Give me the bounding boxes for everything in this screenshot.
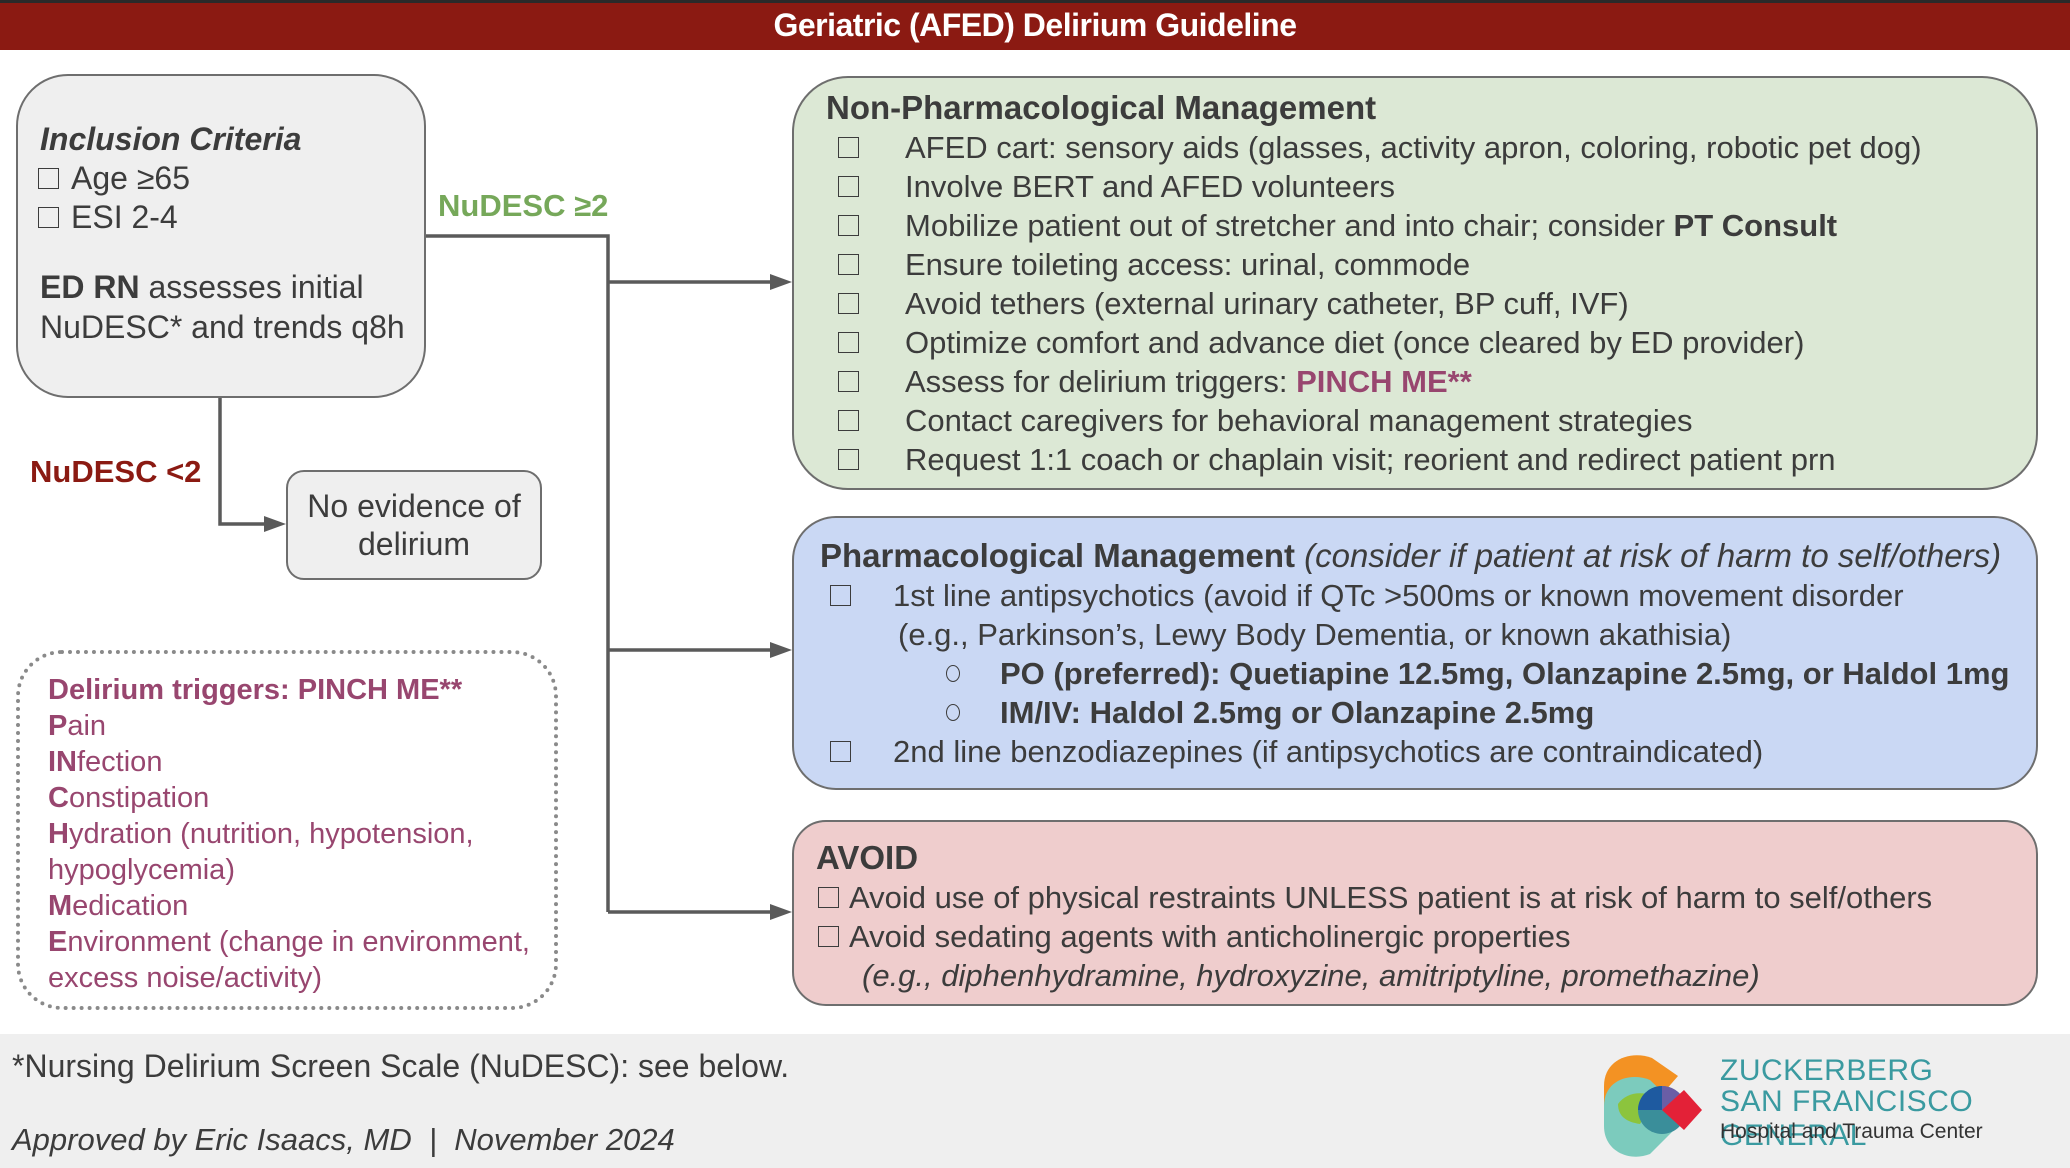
- checklist-item: Assess for delirium triggers: PINCH ME**: [826, 362, 2036, 401]
- checklist-item: Ensure toileting access: urinal, commode: [826, 245, 2036, 284]
- pinch-me-box: Delirium triggers: PINCH ME** Pain INfec…: [16, 650, 558, 1010]
- avoid-examples: (e.g., diphenhydramine, hydroxyzine, ami…: [862, 958, 1760, 993]
- logo-text-line2: SAN FRANCISCO GENERAL: [1720, 1085, 1974, 1152]
- checkbox[interactable]: [838, 371, 859, 392]
- inclusion-criteria-box: Inclusion Criteria Age ≥65 ESI 2-4 ED RN…: [16, 74, 426, 398]
- arrowhead-no-evidence: [264, 516, 286, 532]
- checkbox[interactable]: [838, 293, 859, 314]
- checklist-item: Request 1:1 coach or chaplain visit; reo…: [826, 440, 2036, 479]
- logo-text-line3: Hospital and Trauma Center: [1720, 1120, 1983, 1143]
- sub-item: PO (preferred): Quetiapine 12.5mg, Olanz…: [820, 654, 2036, 693]
- checklist-item: 1st line antipsychotics (avoid if QTc >5…: [820, 576, 2036, 615]
- pinch-item: Environment (change in environment, exce…: [48, 926, 530, 994]
- logo-text-line1: ZUCKERBERG: [1720, 1054, 1934, 1087]
- pinch-item: Pain: [48, 710, 107, 742]
- pinch-item: Constipation: [48, 782, 210, 814]
- footer: *Nursing Delirium Screen Scale (NuDESC):…: [0, 1034, 2070, 1168]
- circle-bullet-icon: [946, 704, 960, 721]
- checkbox[interactable]: [838, 137, 859, 158]
- checkbox[interactable]: [838, 410, 859, 431]
- checklist-item: Involve BERT and AFED volunteers: [826, 167, 2036, 206]
- checklist-item: Mobilize patient out of stretcher and in…: [826, 206, 2036, 245]
- checklist-item: Avoid sedating agents with anticholinerg…: [816, 917, 2036, 956]
- footnote: *Nursing Delirium Screen Scale (NuDESC):…: [12, 1048, 790, 1084]
- pinch-item: INfection: [48, 746, 163, 778]
- sub-item: IM/IV: Haldol 2.5mg or Olanzapine 2.5mg: [820, 693, 2036, 732]
- approval-line: Approved by Eric Isaacs, MD | November 2…: [12, 1122, 675, 1157]
- nudesc-negative-label: NuDESC <2: [30, 454, 202, 489]
- checklist-item: Avoid tethers (external urinary catheter…: [826, 284, 2036, 323]
- avoid-box: AVOID Avoid use of physical restraints U…: [792, 820, 2038, 1006]
- checkbox[interactable]: [818, 887, 839, 908]
- checklist-item: Contact caregivers for behavioral manage…: [826, 401, 2036, 440]
- checklist-item: 2nd line benzodiazepines (if antipsychot…: [820, 732, 2036, 771]
- checkbox[interactable]: [38, 207, 59, 228]
- circle-bullet-icon: [946, 665, 960, 682]
- no-evidence-box: No evidence of delirium: [286, 470, 542, 580]
- non-pharm-box: Non-Pharmacological Management AFED cart…: [792, 76, 2038, 490]
- arrowhead-avoid: [770, 904, 792, 920]
- pharm-heading: Pharmacological Management (consider if …: [820, 537, 2002, 574]
- avoid-heading: AVOID: [816, 839, 919, 876]
- checkbox[interactable]: [830, 585, 851, 606]
- checklist-item: AFED cart: sensory aids (glasses, activi…: [826, 128, 2036, 167]
- checkbox[interactable]: [818, 926, 839, 947]
- pinch-me-heading: Delirium triggers: PINCH ME**: [48, 674, 463, 706]
- pinch-me-reference: PINCH ME**: [1296, 364, 1472, 399]
- assessment-note: ED RN assesses initial NuDESC* and trend…: [40, 269, 405, 345]
- arrowhead-non-pharm: [770, 274, 792, 290]
- checkbox[interactable]: [830, 741, 851, 762]
- hospital-logo-icon: [1604, 1055, 1702, 1157]
- page-title: Geriatric (AFED) Delirium Guideline: [0, 0, 2070, 50]
- pinch-item: Hydration (nutrition, hypotension, hypog…: [48, 818, 474, 886]
- checklist-item: Avoid use of physical restraints UNLESS …: [816, 878, 2036, 917]
- checkbox[interactable]: [838, 332, 859, 353]
- checkbox[interactable]: [38, 168, 59, 189]
- criteria-item: ESI 2-4: [38, 198, 424, 237]
- checkbox[interactable]: [838, 176, 859, 197]
- connector-negative: [218, 398, 279, 529]
- arrowhead-pharm: [770, 642, 792, 658]
- criteria-item: Age ≥65: [38, 159, 424, 198]
- checkbox[interactable]: [838, 449, 859, 470]
- inclusion-heading: Inclusion Criteria: [40, 121, 302, 157]
- nudesc-positive-label: NuDESC ≥2: [438, 188, 609, 223]
- pharm-box: Pharmacological Management (consider if …: [792, 516, 2038, 790]
- pinch-item: Medication: [48, 890, 189, 922]
- first-line-continuation: (e.g., Parkinson’s, Lewy Body Dementia, …: [898, 617, 1732, 652]
- non-pharm-heading: Non-Pharmacological Management: [826, 89, 1377, 126]
- checklist-item: Optimize comfort and advance diet (once …: [826, 323, 2036, 362]
- checkbox[interactable]: [838, 254, 859, 275]
- checkbox[interactable]: [838, 215, 859, 236]
